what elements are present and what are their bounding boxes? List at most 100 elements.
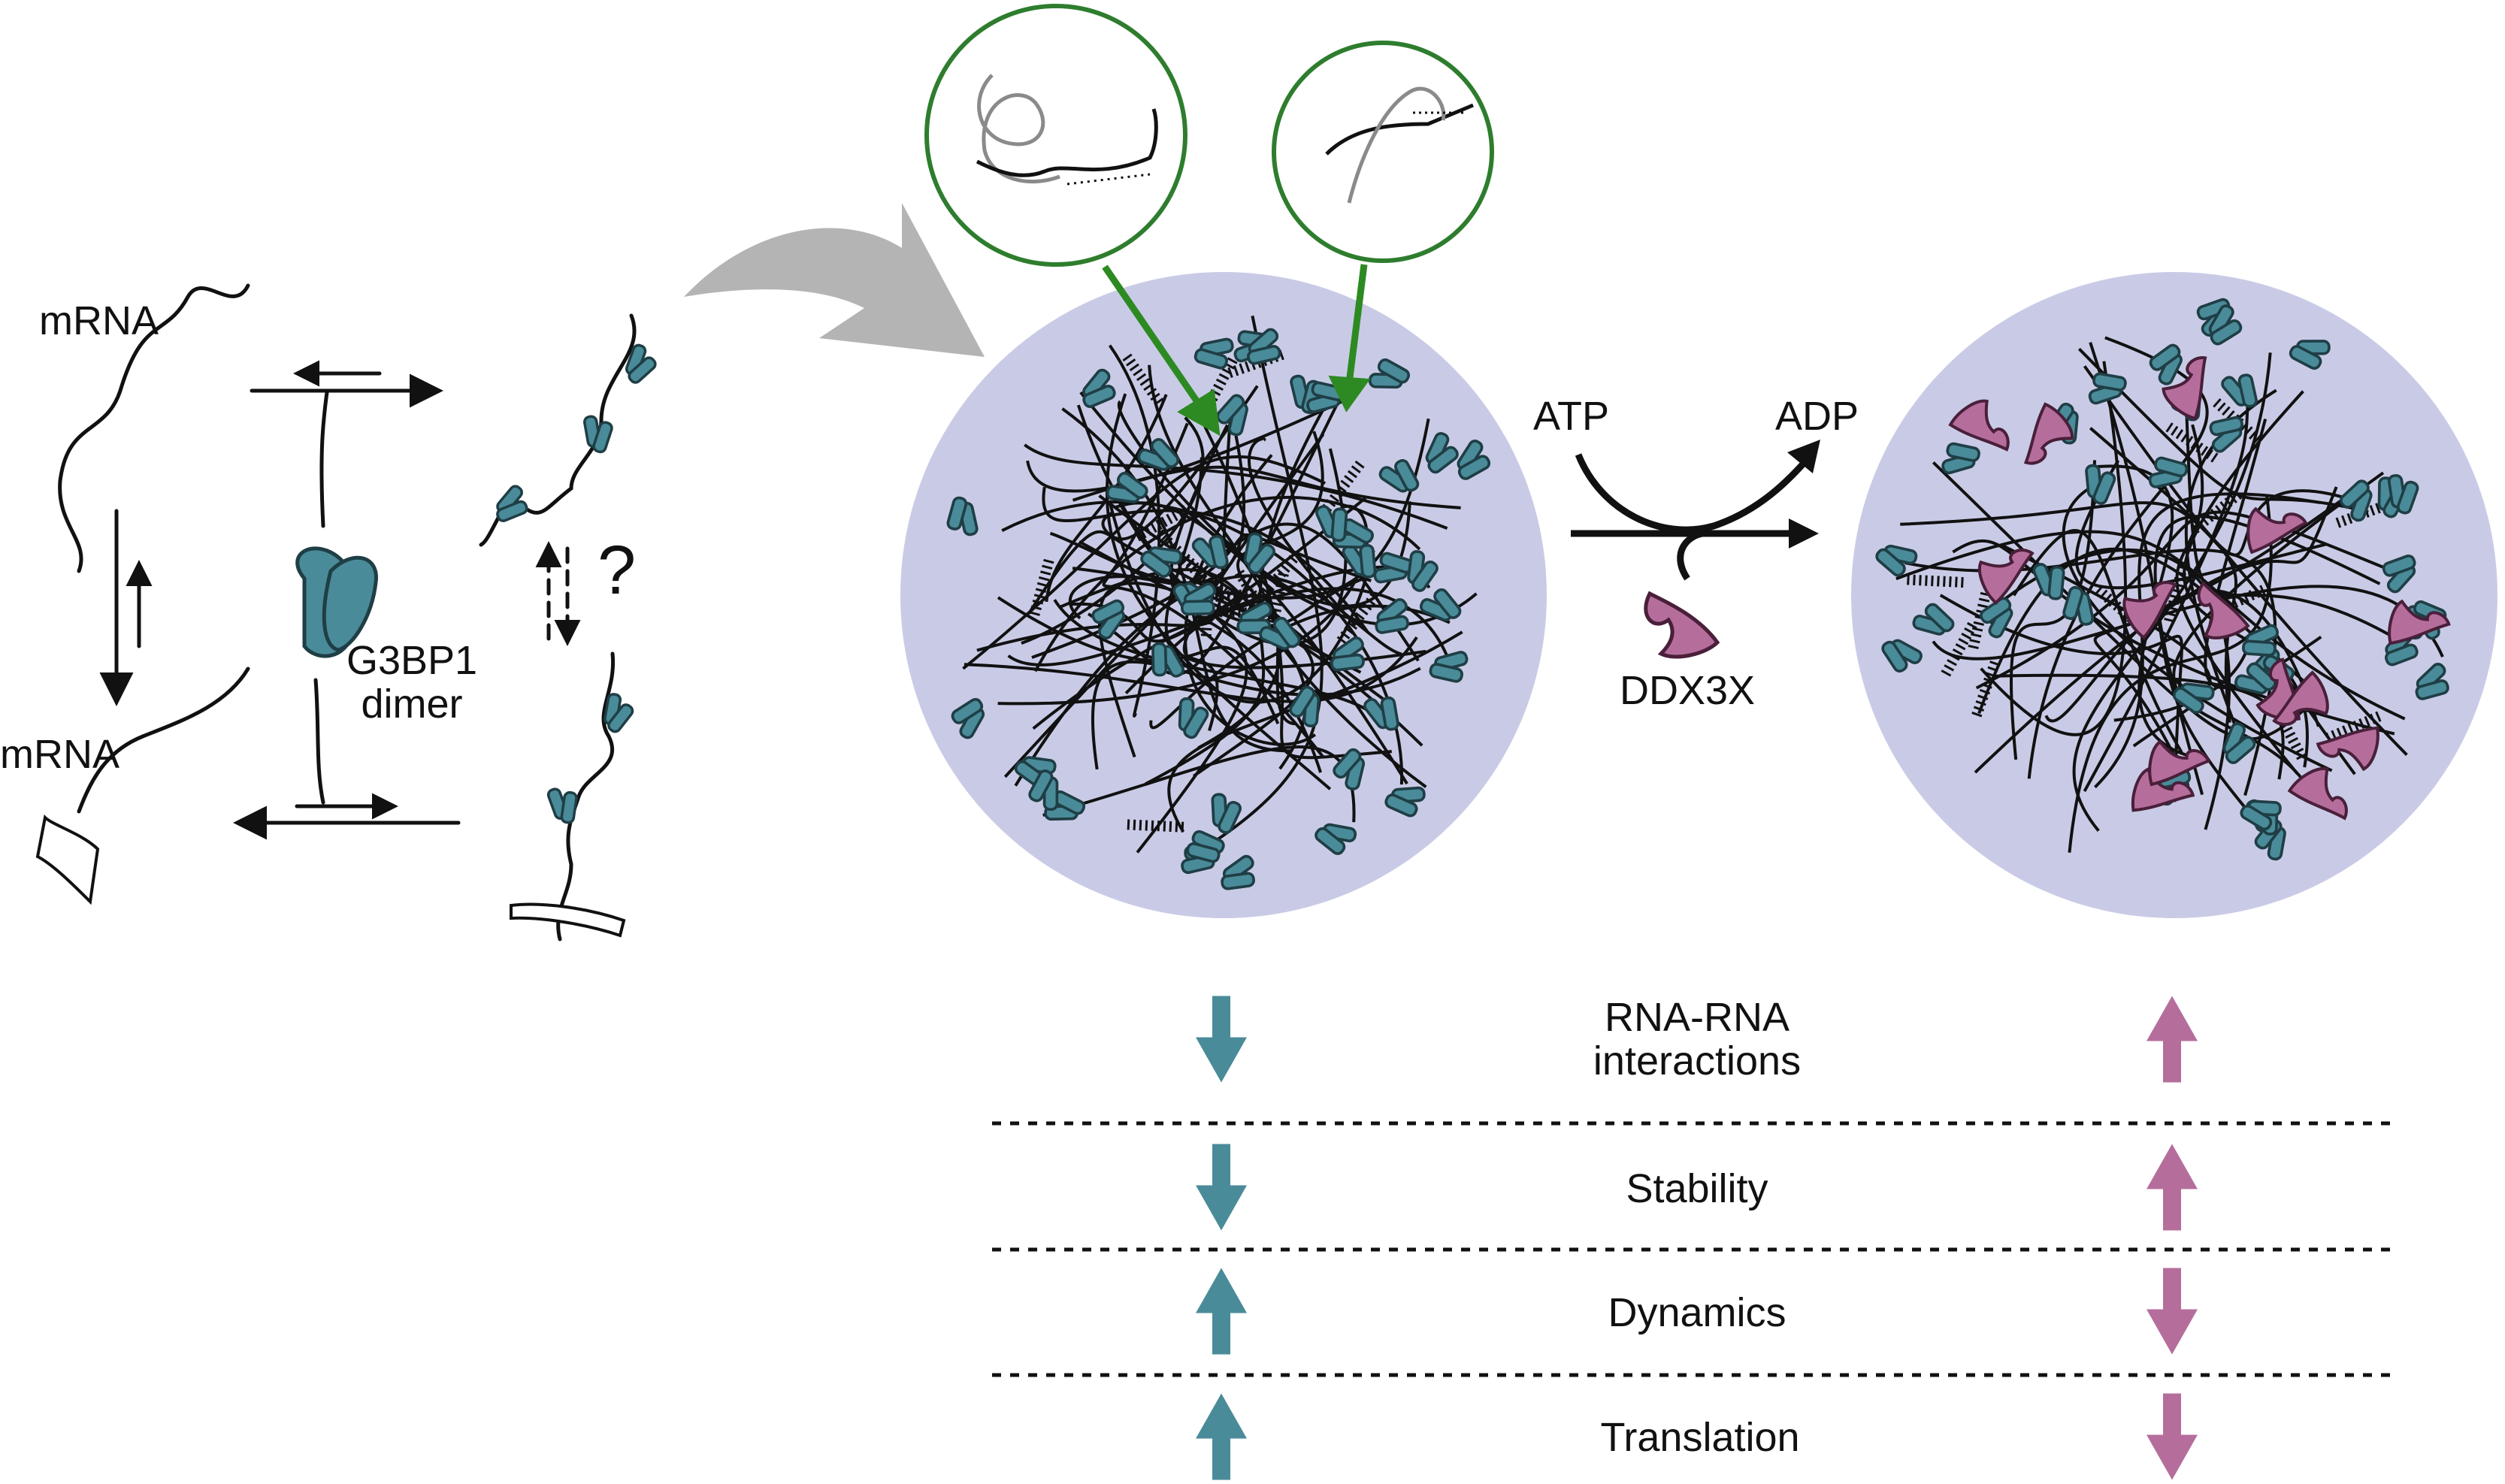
g3bp1-glyph	[946, 496, 979, 536]
rna-duplex	[1122, 353, 1166, 409]
g3bp1-glyph	[604, 693, 634, 733]
atp-hydrolysis-arrow	[1571, 440, 1820, 581]
rna-duplex	[1967, 591, 1991, 653]
row-label-translation: Translation	[1600, 1415, 1800, 1460]
g3bp1-glyph	[1140, 546, 1183, 578]
g3bp1-glyph	[1373, 552, 1414, 584]
ribosome-right	[510, 902, 626, 938]
g3bp1-label-line2: dimer	[361, 682, 463, 727]
inhibition-bracket-bottom	[313, 678, 325, 805]
g3bp1-glyph	[1875, 544, 1918, 577]
g3bp1-glyph	[2387, 473, 2419, 515]
rna-strand	[997, 504, 1369, 706]
g3bp1-glyph	[2032, 563, 2065, 600]
g3bp1-glyph	[1315, 823, 1357, 855]
down-arrow	[1196, 1268, 1247, 1355]
rna-duplex	[2163, 565, 2188, 627]
g3bp1-glyph	[1106, 471, 1148, 503]
rna-strand	[1974, 486, 2338, 774]
g3bp1-glyph	[1315, 505, 1348, 543]
ddx3x-glyph	[2131, 767, 2195, 812]
g3bp1-dimer-label: G3BP1 dimer	[346, 639, 477, 727]
ddx3x-glyph	[1978, 549, 2035, 606]
rna-duplex	[1334, 592, 1380, 648]
g3bp1-dimer-icon	[295, 546, 378, 658]
inset-rna-duplex-2	[1272, 41, 1494, 263]
g3bp1-glyph	[1407, 550, 1439, 592]
rna-strand	[1106, 393, 1332, 790]
rna-duplex	[2165, 422, 2222, 465]
rna-strand	[2077, 347, 2369, 514]
g3bp1-glyph	[1425, 431, 1459, 474]
free-mrna-strand	[58, 283, 250, 573]
g3bp1-glyph	[1941, 442, 1980, 475]
rna-strand	[2083, 402, 2250, 793]
g3bp1-glyph	[1259, 616, 1301, 651]
g3bp1-glyph	[1194, 337, 1234, 370]
rna-strand	[1032, 587, 1453, 730]
g3bp1-glyph	[1289, 685, 1321, 728]
rna-duplex	[2188, 490, 2243, 536]
translating-mrna-strand	[77, 666, 250, 814]
g3bp1-glyph	[2242, 624, 2280, 657]
g3bp1-glyph	[1375, 598, 1409, 634]
rna-strand	[1027, 385, 1259, 615]
ddx3x-glyph	[2246, 506, 2308, 555]
ddx3x-glyph	[2287, 767, 2348, 821]
comparison-arrows	[1196, 996, 2198, 1480]
rna-duplex	[1254, 550, 1302, 603]
g3bp1-glyph	[1211, 793, 1242, 834]
g3bp1-glyph	[1419, 588, 1462, 622]
g3bp1-glyph	[1091, 599, 1125, 639]
up-arrow	[1196, 996, 1247, 1083]
rna-strand	[1895, 530, 2406, 721]
rna-strand	[1098, 494, 1315, 778]
rna-strand	[1148, 364, 1282, 750]
rna-strand	[2093, 486, 2360, 765]
g3bp1-glyph	[1247, 328, 1281, 365]
g3bp1-glyph	[2085, 464, 2116, 505]
up-arrow	[1196, 1144, 1247, 1231]
rna-duplex	[1028, 558, 1054, 620]
atp-label: ATP	[1533, 394, 1610, 439]
rna-strand	[1079, 391, 1478, 627]
down-arrow	[2146, 996, 2198, 1083]
rna-duplex	[1130, 505, 1189, 543]
g3bp1-glyph	[1216, 394, 1248, 437]
down-arrow	[2146, 1144, 2198, 1231]
rna-duplex	[1200, 574, 1257, 616]
rna-strand	[1021, 416, 1205, 645]
rna-strand	[2012, 529, 2183, 754]
g3bp1-glyphs-left	[946, 328, 1491, 890]
adp-label: ADP	[1775, 394, 1859, 439]
g3bp1-glyph	[2148, 456, 2189, 488]
g3bp1-glyph	[1137, 437, 1180, 471]
up-arrow	[2146, 1268, 2198, 1355]
mrna-label-bottom: mRNA	[0, 732, 120, 777]
g3bp1-glyph	[2222, 722, 2256, 764]
bound-mrna-strand-bottom	[556, 651, 616, 941]
g3bp1-glyph	[1082, 368, 1116, 408]
rna-duplex	[1970, 660, 2001, 721]
g3bp1-glyph	[582, 415, 613, 454]
rna-duplex	[1127, 819, 1188, 833]
g3bp1-glyph	[1243, 532, 1276, 575]
g3bp1-glyph	[1330, 636, 1365, 672]
ddx3x-glyph	[2023, 402, 2074, 465]
down-arrow	[1196, 1393, 1247, 1480]
rna-strand	[1248, 437, 1357, 627]
rna-strand	[1003, 522, 1420, 778]
rna-duplex	[1939, 621, 1977, 680]
rna-strand	[2175, 424, 2299, 775]
g3bp1-glyph	[1384, 786, 1426, 818]
g3bp1-glyph	[2289, 340, 2331, 370]
g3bp1-glyph	[2062, 585, 2095, 626]
g3bp1-glyph	[1342, 543, 1377, 579]
g3bp1-glyph	[2234, 662, 2277, 695]
ddx3x-glyph	[2316, 726, 2379, 772]
g3bp1-glyph	[1151, 642, 1185, 678]
protein-glyphs-right	[1875, 298, 2451, 861]
uncertain-step-mark: ?	[598, 532, 637, 609]
ribosome-left	[35, 814, 100, 905]
